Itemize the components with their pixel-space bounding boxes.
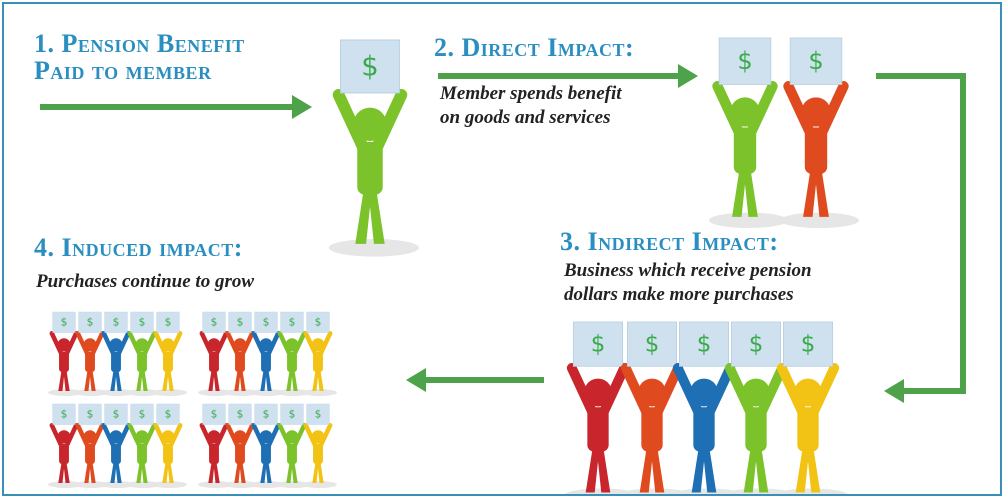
- person-holding-dollar-icon: $: [779, 37, 859, 229]
- dollar-sign-icon: $: [139, 316, 146, 329]
- person-holding-dollar-icon: $: [250, 311, 285, 396]
- person-holding-dollar-icon: $: [328, 39, 419, 257]
- step-3-desc-line1: Business which receive pension: [564, 260, 812, 281]
- dollar-sign-icon: $: [263, 316, 270, 329]
- person-holding-dollar-icon: $: [302, 403, 337, 488]
- arrow-elbow-icon: [876, 73, 966, 403]
- dollar-sign-icon: $: [737, 47, 752, 75]
- step-1-title: 1. Pension Benefit Paid to member: [34, 30, 245, 84]
- dollar-sign-icon: $: [61, 316, 68, 329]
- dollar-sign-icon: $: [315, 408, 322, 421]
- person-holding-dollar-icon: $: [774, 321, 848, 494]
- person-holding-dollar-icon: $: [48, 311, 83, 396]
- person-holding-dollar-icon: $: [152, 311, 187, 396]
- dollar-sign-icon: $: [808, 47, 823, 75]
- arrow-right-icon: [40, 95, 312, 119]
- dollar-sign-icon: $: [801, 332, 816, 358]
- step-3-title: 3. Indirect Impact:: [560, 227, 779, 256]
- dollar-sign-icon: $: [211, 408, 218, 421]
- person-holding-dollar-icon: $: [74, 403, 109, 488]
- dollar-sign-icon: $: [87, 316, 94, 329]
- person-holding-dollar-icon: $: [224, 311, 259, 396]
- dollar-sign-icon: $: [113, 316, 120, 329]
- step-3-desc-line2: dollars make more purchases: [564, 284, 794, 305]
- person-holding-dollar-icon: $: [276, 403, 311, 488]
- step-3-description: Business which receive pension dollars m…: [564, 259, 812, 307]
- dollar-sign-icon: $: [113, 408, 120, 421]
- person-holding-dollar-icon: $: [224, 403, 259, 488]
- person-holding-dollar-icon: $: [198, 403, 233, 488]
- diagram-art: $ $ $ $ $ $ $ $ $ $ $ $ $ $ $ $ $ $ $ $ $ $ $ $ $ $ $ $: [40, 37, 966, 494]
- dollar-sign-icon: $: [289, 316, 296, 329]
- person-holding-dollar-icon: $: [276, 311, 311, 396]
- step-2-desc-line2: on goods and services: [440, 107, 611, 128]
- dollar-sign-icon: $: [165, 408, 172, 421]
- person-holding-dollar-icon: $: [100, 311, 135, 396]
- step-2-title: 2. Direct Impact:: [434, 33, 635, 62]
- step-2-description: Member spends benefit on goods and servi…: [440, 82, 622, 130]
- dollar-sign-icon: $: [61, 408, 68, 421]
- step-1-title-line2: Paid to member: [34, 56, 212, 85]
- person-holding-dollar-icon: $: [618, 321, 692, 494]
- dollar-sign-icon: $: [139, 408, 146, 421]
- person-holding-dollar-icon: $: [100, 403, 135, 488]
- person-holding-dollar-icon: $: [722, 321, 796, 494]
- dollar-sign-icon: $: [697, 332, 712, 358]
- arrow-left-icon: [406, 368, 544, 392]
- dollar-sign-icon: $: [87, 408, 94, 421]
- person-holding-dollar-icon: $: [74, 311, 109, 396]
- dollar-sign-icon: $: [749, 332, 764, 358]
- step-4-description: Purchases continue to grow: [36, 270, 254, 294]
- person-holding-dollar-icon: $: [152, 403, 187, 488]
- dollar-sign-icon: $: [315, 316, 322, 329]
- step-4-desc-line1: Purchases continue to grow: [36, 271, 255, 292]
- step-4-title: 4. Induced impact:: [34, 233, 243, 262]
- people-group-icon: $ $ $ $ $: [48, 311, 187, 396]
- dollar-sign-icon: $: [211, 316, 218, 329]
- person-holding-dollar-icon: $: [198, 311, 233, 396]
- person-holding-dollar-icon: $: [302, 311, 337, 396]
- arrow-right-icon: [438, 64, 698, 88]
- step-2-desc-line1: Member spends benefit: [440, 83, 622, 104]
- dollar-sign-icon: $: [237, 408, 244, 421]
- dollar-sign-icon: $: [289, 408, 296, 421]
- dollar-sign-icon: $: [591, 332, 606, 358]
- person-holding-dollar-icon: $: [126, 311, 161, 396]
- person-holding-dollar-icon: $: [564, 321, 638, 494]
- dollar-sign-icon: $: [645, 332, 660, 358]
- person-holding-dollar-icon: $: [48, 403, 83, 488]
- dollar-sign-icon: $: [361, 51, 378, 82]
- dollar-sign-icon: $: [237, 316, 244, 329]
- step-1-title-line1: 1. Pension Benefit: [34, 29, 245, 58]
- person-holding-dollar-icon: $: [670, 321, 744, 494]
- people-group-icon: $ $ $ $ $: [198, 403, 337, 488]
- person-holding-dollar-icon: $: [708, 37, 788, 229]
- people-group-icon: $ $ $ $ $: [48, 403, 187, 488]
- people-group-icon: $ $ $ $ $: [198, 311, 337, 396]
- dollar-sign-icon: $: [263, 408, 270, 421]
- person-holding-dollar-icon: $: [126, 403, 161, 488]
- dollar-sign-icon: $: [165, 316, 172, 329]
- person-holding-dollar-icon: $: [250, 403, 285, 488]
